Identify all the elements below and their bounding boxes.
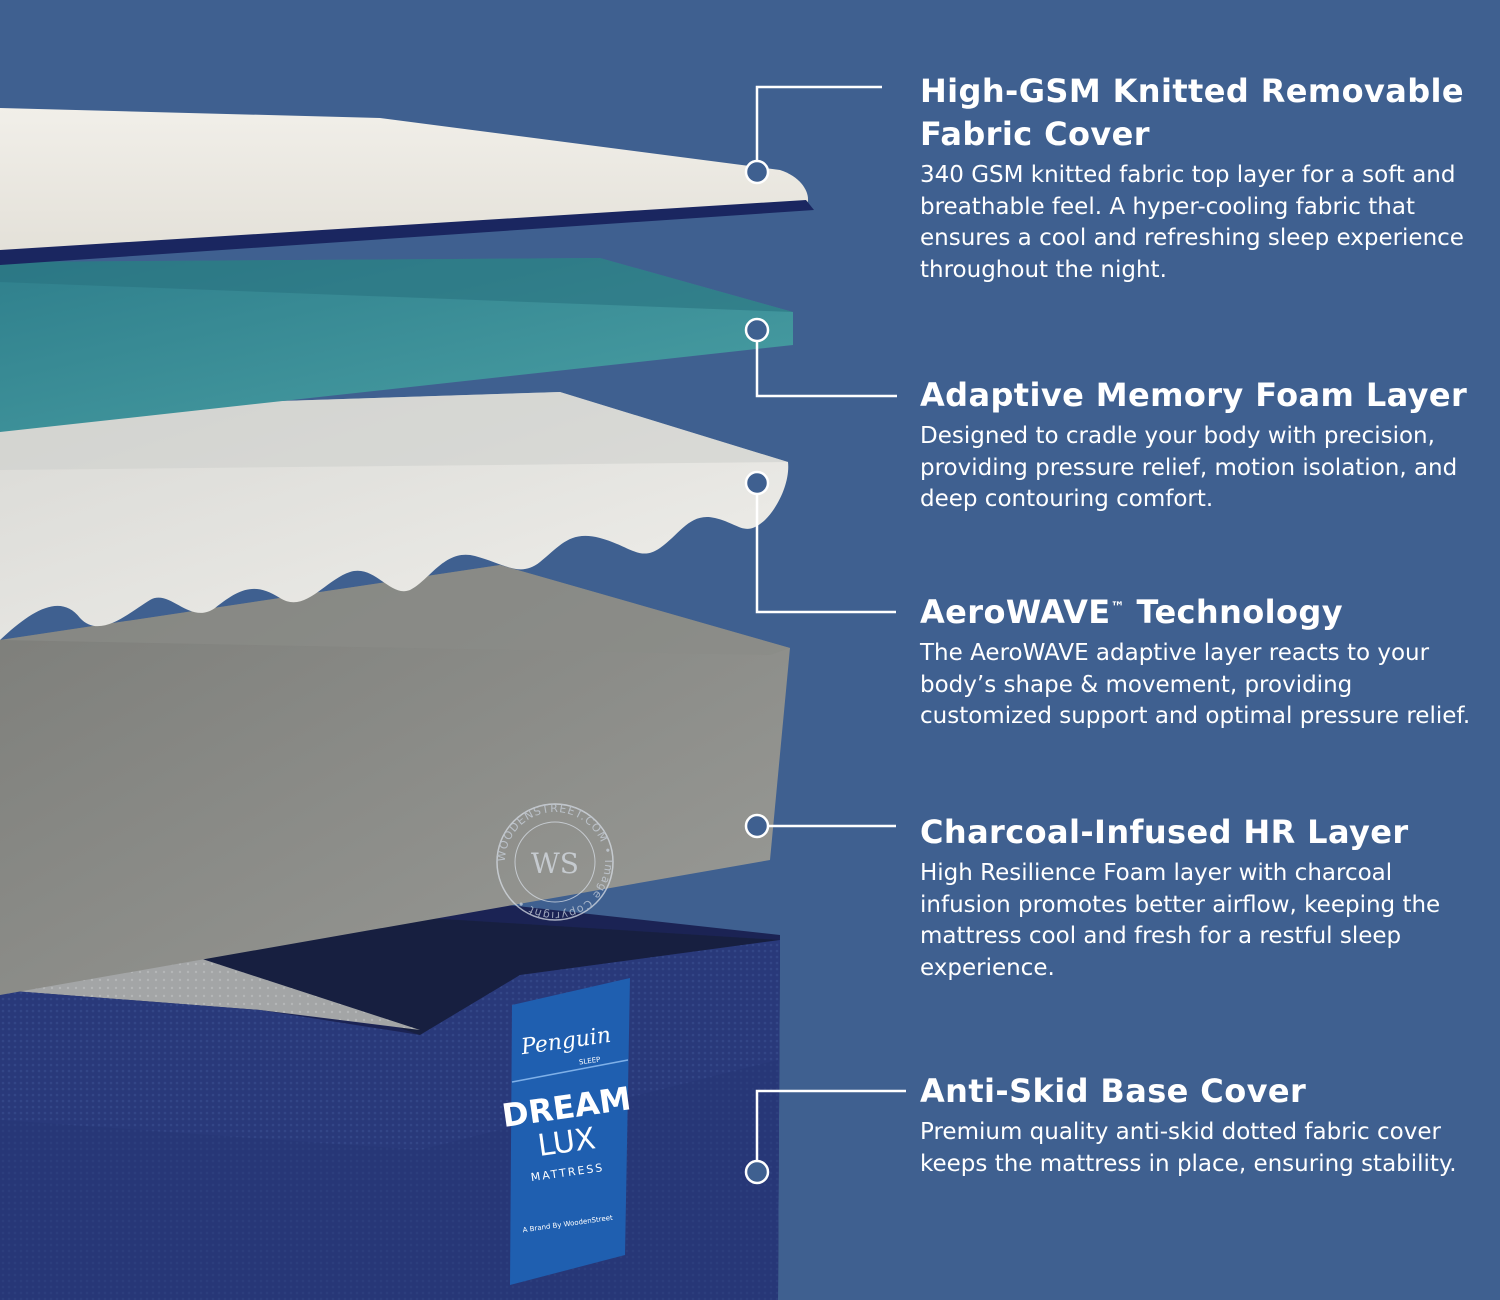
connector-1 [755, 85, 882, 161]
feature-title-rest: Technology [1124, 593, 1343, 631]
feature-charcoal-layer: Charcoal-Infused HR Layer High Resilienc… [920, 811, 1480, 984]
connector-5 [755, 1089, 906, 1160]
feature-title: High-GSM Knitted Removable Fabric Cover [920, 72, 1465, 153]
top-fabric-layer [0, 108, 814, 265]
callout-dot-icon [744, 1159, 770, 1185]
feature-title: Charcoal-Infused HR Layer [920, 813, 1409, 851]
watermark-monogram: WS [531, 847, 579, 880]
feature-memory-foam: Adaptive Memory Foam Layer Designed to c… [920, 374, 1480, 516]
brand-label: Penguin SLEEP DREAM LUX MATTRESS A Brand… [500, 978, 633, 1285]
trademark-symbol: ™ [1110, 599, 1125, 616]
callout-dot-icon [744, 470, 770, 496]
feature-title: Adaptive Memory Foam Layer [920, 376, 1468, 414]
feature-fabric-cover: High-GSM Knitted Removable Fabric Cover … [920, 70, 1480, 286]
charcoal-foam-layer [0, 565, 790, 995]
connector-3 [755, 495, 896, 614]
feature-base-cover: Anti-Skid Base Cover Premium quality ant… [920, 1070, 1480, 1180]
feature-title-main: AeroWAVE [920, 593, 1111, 631]
label-line2: LUX [536, 1121, 598, 1164]
aerowave-layer [0, 392, 789, 640]
feature-aerowave: AeroWAVE™ Technology The AeroWAVE adapti… [920, 591, 1480, 733]
feature-description: The AeroWAVE adaptive layer reacts to yo… [920, 640, 1471, 729]
callout-dot-icon [744, 317, 770, 343]
callout-dot-icon [744, 159, 770, 185]
memory-foam-layer [0, 258, 793, 432]
feature-description: Premium quality anti-skid dotted fabric … [920, 1119, 1457, 1177]
connector-dots [744, 159, 770, 1185]
label-brand-sub: SLEEP [579, 1056, 601, 1067]
connector-lines [755, 85, 906, 1160]
connector-2 [755, 342, 897, 398]
callout-dot-icon [744, 813, 770, 839]
feature-description: 340 GSM knitted fabric top layer for a s… [920, 162, 1464, 283]
feature-title: AeroWAVE™ Technology [920, 591, 1480, 634]
feature-title: Anti-Skid Base Cover [920, 1072, 1307, 1110]
feature-description: Designed to cradle your body with precis… [920, 423, 1458, 512]
feature-description: High Resilience Foam layer with charcoal… [920, 860, 1441, 981]
